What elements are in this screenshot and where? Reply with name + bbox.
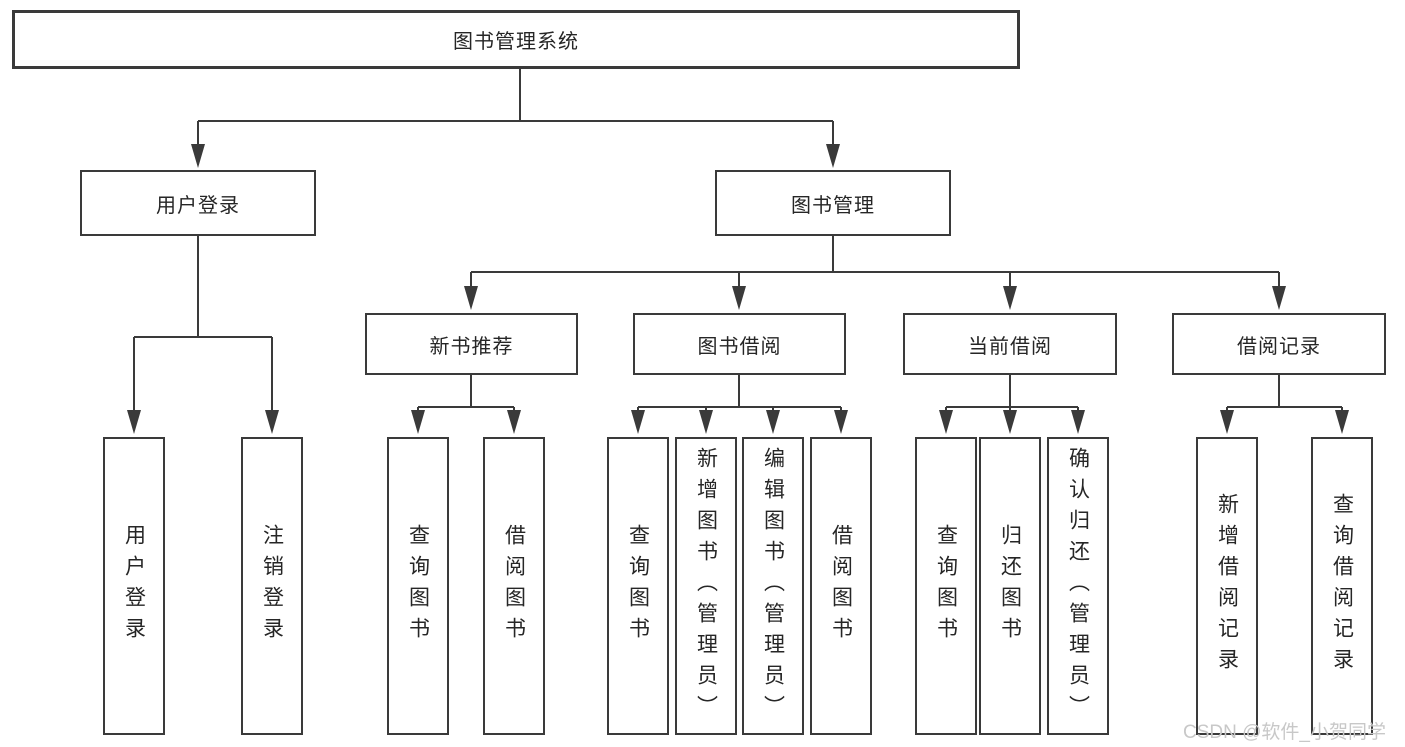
connector-book-borrow-children [631, 375, 848, 434]
arrowhead [826, 144, 840, 168]
arrowhead [1071, 410, 1085, 434]
connector-root-to-level2 [191, 69, 840, 168]
arrowhead [191, 144, 205, 168]
connector-book-management-children [464, 236, 1286, 310]
arrowhead [732, 286, 746, 310]
connector-current-borrow-children [939, 375, 1085, 434]
arrowhead [766, 410, 780, 434]
leaf-add-borrow-record: 新增借阅记录 [1196, 437, 1258, 735]
arrowhead [464, 286, 478, 310]
node-book-borrow: 图书借阅 [633, 313, 846, 375]
leaf-borrow-books: 借阅图书 [810, 437, 872, 735]
arrowhead [507, 410, 521, 434]
arrowhead [265, 410, 279, 434]
arrowhead [1003, 286, 1017, 310]
leaf-query-books-borrow: 查询图书 [607, 437, 669, 735]
connector-borrow-record-children [1220, 375, 1349, 434]
leaf-query-books-recommend: 查询图书 [387, 437, 449, 735]
node-root-library-system: 图书管理系统 [12, 10, 1020, 69]
node-book-management: 图书管理 [715, 170, 951, 236]
leaf-query-books-current: 查询图书 [915, 437, 977, 735]
arrowhead [1272, 286, 1286, 310]
leaf-query-borrow-record: 查询借阅记录 [1311, 437, 1373, 735]
leaf-add-books-admin: 新增图书（管理员） [675, 437, 737, 735]
node-new-book-recommend: 新书推荐 [365, 313, 578, 375]
arrowhead [699, 410, 713, 434]
node-user-login: 用户登录 [80, 170, 316, 236]
leaf-logout: 注销登录 [241, 437, 303, 735]
node-borrow-records: 借阅记录 [1172, 313, 1386, 375]
leaf-edit-books-admin: 编辑图书（管理员） [742, 437, 804, 735]
arrowhead [127, 410, 141, 434]
leaf-return-books: 归还图书 [979, 437, 1041, 735]
arrowhead [1220, 410, 1234, 434]
leaf-confirm-return-admin: 确认归还（管理员） [1047, 437, 1109, 735]
leaf-user-login: 用户登录 [103, 437, 165, 735]
arrowhead [411, 410, 425, 434]
arrowhead [834, 410, 848, 434]
arrowhead [1335, 410, 1349, 434]
leaf-borrow-books-recommend: 借阅图书 [483, 437, 545, 735]
csdn-watermark: CSDN @软件_小贺同学 [1183, 722, 1386, 743]
arrowhead [939, 410, 953, 434]
connector-new-book-children [411, 375, 521, 434]
node-current-borrow: 当前借阅 [903, 313, 1117, 375]
arrowhead [631, 410, 645, 434]
connector-user-login-children [127, 236, 279, 434]
arrowhead [1003, 410, 1017, 434]
